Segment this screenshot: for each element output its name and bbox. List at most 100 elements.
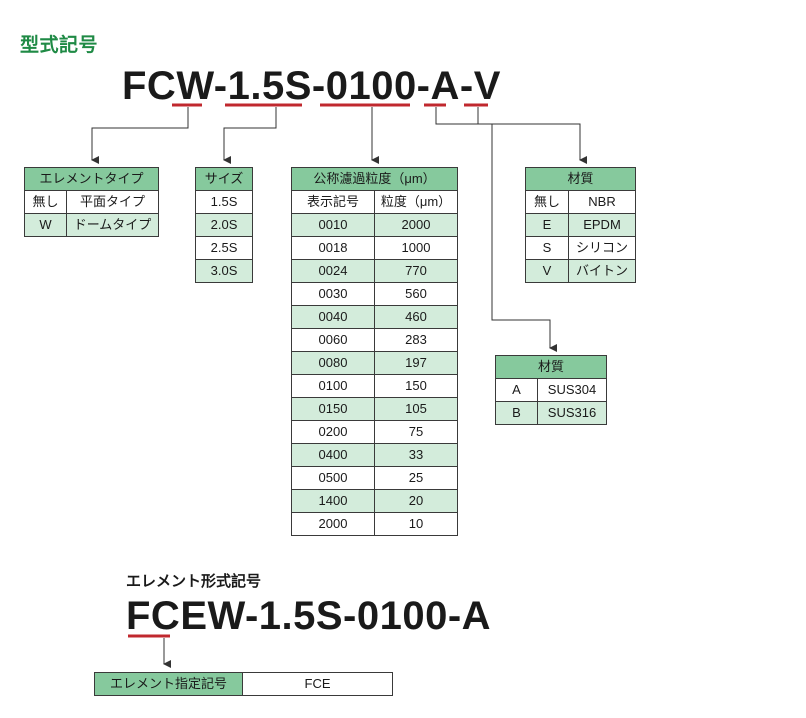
table-cell: 105 [373, 397, 459, 421]
table-cell: 無し [525, 190, 569, 214]
table-cell: 283 [373, 328, 459, 352]
connector-seal-material [477, 107, 587, 164]
table-cell: 25 [373, 466, 459, 490]
column-header: 粒度（μm） [373, 190, 459, 214]
element-type-table: エレメントタイプ 無し 平面タイプ W ドームタイプ [23, 167, 160, 237]
table-row: 表示記号 粒度（μm） [291, 190, 459, 214]
table-cell: 0040 [291, 305, 375, 329]
table-cell: V [525, 259, 569, 283]
table-row: エレメント指定記号 FCE [94, 672, 393, 696]
table-cell: 20 [373, 489, 459, 513]
table-cell: 770 [373, 259, 459, 283]
size-header: サイズ [195, 167, 253, 191]
element-designation-value: FCE [242, 672, 393, 696]
table-cell: 1000 [373, 236, 459, 260]
table-cell: 無し [24, 190, 67, 214]
table-cell: 150 [373, 374, 459, 398]
table-cell: 460 [373, 305, 459, 329]
table-row: 3.0S [195, 259, 253, 283]
table-cell: 1.5S [195, 190, 253, 214]
table-cell: 197 [373, 351, 459, 375]
table-cell: 33 [373, 443, 459, 467]
table-row: 無し 平面タイプ [24, 190, 160, 214]
table-cell: 平面タイプ [65, 190, 160, 214]
table-cell: 3.0S [195, 259, 253, 283]
table-row: 2.0S [195, 213, 253, 237]
table-cell: E [525, 213, 569, 237]
connector-element-type [91, 107, 189, 164]
table-cell: シリコン [567, 236, 637, 260]
element-model-code: FCEW-1.5S-0100-A [126, 594, 492, 638]
table-row: W ドームタイプ [24, 213, 160, 237]
table-cell: 0018 [291, 236, 375, 260]
element-designation-label: エレメント指定記号 [94, 672, 243, 696]
connector-body-material [435, 107, 557, 352]
connector-size [223, 107, 277, 164]
table-cell: 2.0S [195, 213, 253, 237]
filtration-header: 公称濾過粒度（μm） [290, 167, 459, 191]
table-cell: W [24, 213, 67, 237]
table-cell: 0100 [291, 374, 375, 398]
table-cell: 2000 [291, 512, 375, 536]
table-row: 1.5S [195, 190, 253, 214]
table-cell: 0010 [291, 213, 375, 237]
table-cell: A [495, 378, 538, 402]
seal-material-header: 材質 [524, 167, 637, 191]
element-designation-table: エレメント指定記号 FCE [94, 672, 393, 696]
body-material-header: 材質 [494, 355, 608, 379]
table-cell: 2.5S [195, 236, 253, 260]
table-cell: バイトン [567, 259, 637, 283]
model-code: FCW-1.5S-0100-A-V [122, 64, 501, 108]
table-cell: 0080 [291, 351, 375, 375]
table-row: 2.5S [195, 236, 253, 260]
table-cell: 75 [373, 420, 459, 444]
element-type-header: エレメントタイプ [23, 167, 160, 191]
table-cell: EPDM [567, 213, 637, 237]
size-table: サイズ 1.5S 2.0S 2.5S 3.0S [195, 167, 253, 283]
table-cell: ドームタイプ [65, 213, 160, 237]
table-cell: 2000 [373, 213, 459, 237]
element-section-subtitle: エレメント形式記号 [126, 572, 262, 590]
table-cell: B [495, 401, 538, 425]
table-cell: 0060 [291, 328, 375, 352]
table-cell: SUS304 [536, 378, 608, 402]
table-cell: 0024 [291, 259, 375, 283]
table-cell: S [525, 236, 569, 260]
table-cell: 1400 [291, 489, 375, 513]
table-cell: 0200 [291, 420, 375, 444]
table-cell: 0150 [291, 397, 375, 421]
table-cell: 10 [373, 512, 459, 536]
table-cell: 0400 [291, 443, 375, 467]
table-cell: 0500 [291, 466, 375, 490]
section-title: 型式記号 [20, 34, 99, 56]
table-cell: 0030 [291, 282, 375, 306]
table-cell: NBR [567, 190, 637, 214]
column-header: 表示記号 [291, 190, 375, 214]
table-cell: SUS316 [536, 401, 608, 425]
table-cell: 560 [373, 282, 459, 306]
